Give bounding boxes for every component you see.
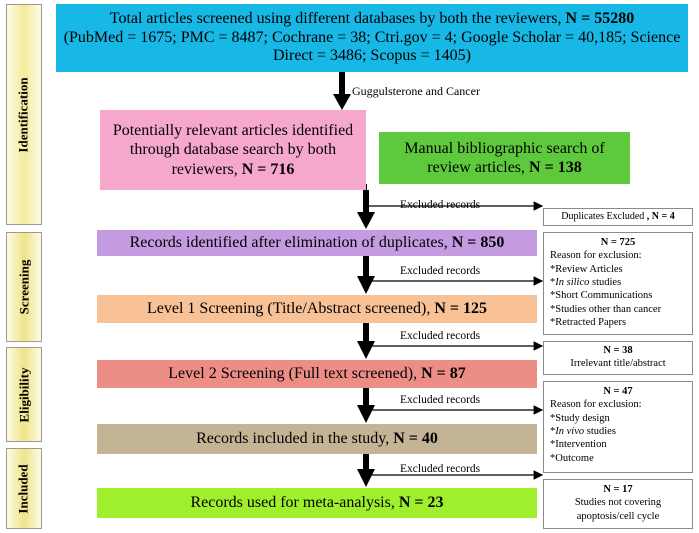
- meta-analysis-count: N = 23: [398, 494, 444, 512]
- reason-italic-text: In vivo: [555, 425, 585, 437]
- exclusion-725-list: *Review Articles*In silico studies*Short…: [550, 263, 686, 330]
- exclusion-reason-item: *In vivo studies: [550, 425, 686, 438]
- exclusion-38-box: N = 38 Irrelevant title/abstract: [543, 341, 693, 375]
- excluded-label-meta: Excluded records: [400, 463, 481, 475]
- exclusion-725-reason: Reason for exclusion:: [550, 250, 642, 262]
- duplicates-excluded-count: , N = 4: [646, 210, 675, 222]
- arrow-to-meta: [357, 454, 544, 487]
- manual-search-box: Manual bibliographic search of review ar…: [379, 132, 630, 184]
- reason-italic-text: In silico: [555, 276, 590, 288]
- exclusion-47-box: N = 47 Reason for exclusion: *Study desi…: [543, 381, 693, 473]
- meta-analysis-box: Records used for meta-analysis, N = 23: [97, 488, 537, 518]
- manual-search-count: N = 138: [529, 159, 582, 176]
- total-articles-breakdown: (PubMed = 1675; PMC = 8487; Cochrane = 3…: [63, 28, 681, 65]
- dedup-records-count: N = 850: [451, 234, 505, 252]
- level1-screening-text: Level 1 Screening (Title/Abstract screen…: [147, 300, 431, 318]
- reason-text: Study design: [555, 412, 610, 424]
- meta-analysis-text: Records used for meta-analysis,: [190, 494, 395, 512]
- reason-text: Short Communications: [555, 290, 653, 302]
- total-articles-count: N = 55280: [565, 9, 635, 27]
- dedup-records-text: Records identified after elimination of …: [129, 234, 448, 252]
- arrow-to-dedup: [357, 190, 544, 229]
- arrow-to-included: [357, 388, 544, 423]
- exclusion-reason-item: *Outcome: [550, 452, 686, 465]
- exclusion-17-count: N = 17: [603, 484, 633, 495]
- arrow-to-level1: [357, 256, 544, 294]
- level2-screening-count: N = 87: [421, 365, 466, 383]
- exclusion-reason-item: *Intervention: [550, 438, 686, 451]
- bullet-asterisk: *: [550, 303, 556, 315]
- bullet-asterisk: *: [550, 263, 556, 275]
- exclusion-725-box: N = 725 Reason for exclusion: *Review Ar…: [543, 232, 693, 335]
- dedup-records-box: Records identified after elimination of …: [97, 230, 537, 256]
- phase-included: Included: [6, 448, 42, 529]
- arrow-to-level2: [357, 323, 544, 359]
- bullet-asterisk: *: [550, 276, 556, 288]
- level2-screening-box: Level 2 Screening (Full text screened), …: [97, 360, 537, 388]
- phase-identification: Identification: [6, 4, 42, 225]
- reason-text: Studies other than cancer: [555, 303, 662, 315]
- bullet-asterisk: *: [550, 290, 556, 302]
- exclusion-17-box: N = 17 Studies not covering apoptosis/ce…: [543, 479, 693, 529]
- excluded-label-included: Excluded records: [400, 394, 481, 406]
- reason-text: Retracted Papers: [555, 316, 627, 328]
- reason-text: studies: [584, 425, 616, 437]
- exclusion-reason-item: *Studies other than cancer: [550, 303, 686, 316]
- reason-text: Outcome: [555, 452, 594, 464]
- reason-text: studies: [589, 276, 622, 288]
- duplicates-excluded-box: Duplicates Excluded , N = 4: [543, 208, 693, 226]
- excluded-label-duplicates: Excluded records: [400, 199, 481, 211]
- bullet-asterisk: *: [550, 412, 556, 424]
- included-records-box: Records included in the study, N = 40: [97, 424, 537, 454]
- relevant-articles-count: N = 716: [241, 160, 295, 178]
- arrow-total-to-relevant: [333, 72, 351, 110]
- reason-text: Review Articles: [555, 263, 623, 275]
- search-query-label: Guggulsterone and Cancer: [352, 84, 480, 98]
- exclusion-38-text: Irrelevant title/abstract: [570, 358, 666, 370]
- exclusion-47-reason: Reason for exclusion:: [550, 399, 642, 411]
- exclusion-725-count: N = 725: [600, 237, 636, 248]
- excluded-label-level1: Excluded records: [400, 265, 481, 277]
- phase-screening: Screening: [6, 232, 42, 342]
- exclusion-17-text: Studies not covering apoptosis/cell cycl…: [574, 497, 662, 522]
- bullet-asterisk: *: [550, 452, 556, 464]
- level2-screening-text: Level 2 Screening (Full text screened),: [168, 365, 418, 383]
- manual-search-text: Manual bibliographic search of review ar…: [404, 139, 605, 176]
- level1-screening-box: Level 1 Screening (Title/Abstract screen…: [97, 295, 537, 323]
- exclusion-47-list: *Study design*In vivo studies*Interventi…: [550, 412, 686, 465]
- relevant-articles-box: Potentially relevant articles identified…: [100, 110, 366, 190]
- duplicates-excluded-text: Duplicates Excluded: [561, 210, 645, 222]
- total-articles-box: Total articles screened using different …: [56, 4, 688, 72]
- excluded-label-level2: Excluded records: [400, 330, 481, 342]
- included-records-text: Records included in the study,: [196, 430, 390, 448]
- bullet-asterisk: *: [550, 316, 556, 328]
- bullet-asterisk: *: [550, 425, 556, 437]
- exclusion-reason-item: *Review Articles: [550, 263, 686, 276]
- reason-text: Intervention: [555, 439, 607, 451]
- exclusion-reason-item: *Study design: [550, 412, 686, 425]
- relevant-articles-text: Potentially relevant articles identified…: [112, 122, 354, 178]
- exclusion-reason-item: *Short Communications: [550, 289, 686, 302]
- included-records-count: N = 40: [393, 430, 438, 448]
- exclusion-47-count: N = 47: [603, 386, 633, 397]
- exclusion-reason-item: *In silico studies: [550, 276, 686, 289]
- phase-eligibility: Eligibility: [6, 347, 42, 442]
- exclusion-38-count: N = 38: [603, 345, 633, 356]
- level1-screening-count: N = 125: [434, 300, 487, 318]
- exclusion-reason-item: *Retracted Papers: [550, 316, 686, 329]
- total-articles-text: Total articles screened using different …: [109, 9, 562, 27]
- bullet-asterisk: *: [550, 439, 556, 451]
